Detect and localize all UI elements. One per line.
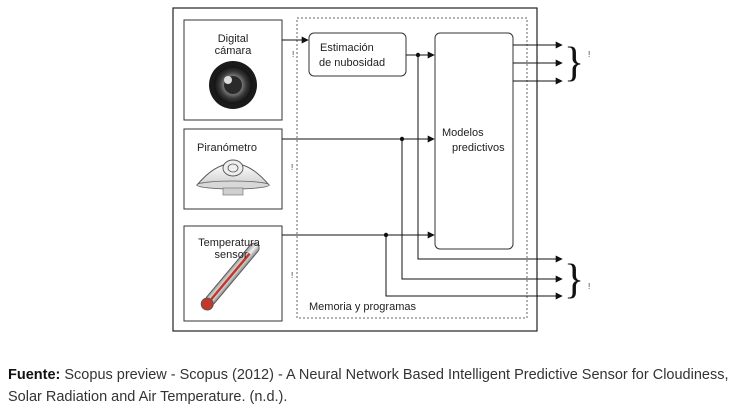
pyranometer-label: Piranómetro <box>197 142 257 154</box>
thermometer-icon <box>200 242 260 311</box>
output-brace-top: } <box>564 40 584 86</box>
mark-camera: ! <box>292 50 294 59</box>
memory-programs-label: Memoria y programas <box>309 301 416 313</box>
camera-label-line1: Digital <box>218 33 249 45</box>
temperature-bypass-line <box>385 235 563 300</box>
temperature-label-line2: sensor <box>214 249 247 261</box>
cloudiness-label-line1: Estimación <box>320 42 374 54</box>
mark-output-bottom: ! <box>588 282 590 291</box>
models-label-line2: predictivos <box>452 142 505 154</box>
cloudiness-estimation-block <box>308 32 407 77</box>
camera-lens-icon <box>209 61 257 109</box>
camera-label-line2: cámara <box>215 45 253 57</box>
cloudiness-label-line2: de nubosidad <box>319 57 385 69</box>
pyranometer-bypass-line <box>401 139 563 283</box>
system-diagram: } } Digital cámara Piranómetro Temperatu… <box>172 7 590 332</box>
caption-source-label: Fuente: <box>8 367 61 383</box>
junction-dot <box>415 52 421 58</box>
mark-temperature: ! <box>291 271 293 280</box>
cloudiness-bypass-line <box>417 55 563 263</box>
mark-pyranometer: ! <box>291 163 293 172</box>
pyranometer-icon <box>195 159 271 196</box>
output-brace-bottom: } <box>564 257 584 303</box>
mark-output-top: ! <box>588 50 590 59</box>
models-label-line1: Modelos <box>442 127 484 139</box>
temperature-label-line1: Temperatura <box>198 237 261 249</box>
junction-dot <box>383 232 389 238</box>
predictive-models-block <box>434 32 514 250</box>
junction-dot <box>399 136 405 142</box>
caption-source-text: Scopus preview - Scopus (2012) - A Neura… <box>8 367 729 405</box>
figure-caption: Fuente: Scopus preview - Scopus (2012) -… <box>8 364 738 408</box>
memory-region <box>296 17 528 319</box>
connections <box>282 36 563 300</box>
